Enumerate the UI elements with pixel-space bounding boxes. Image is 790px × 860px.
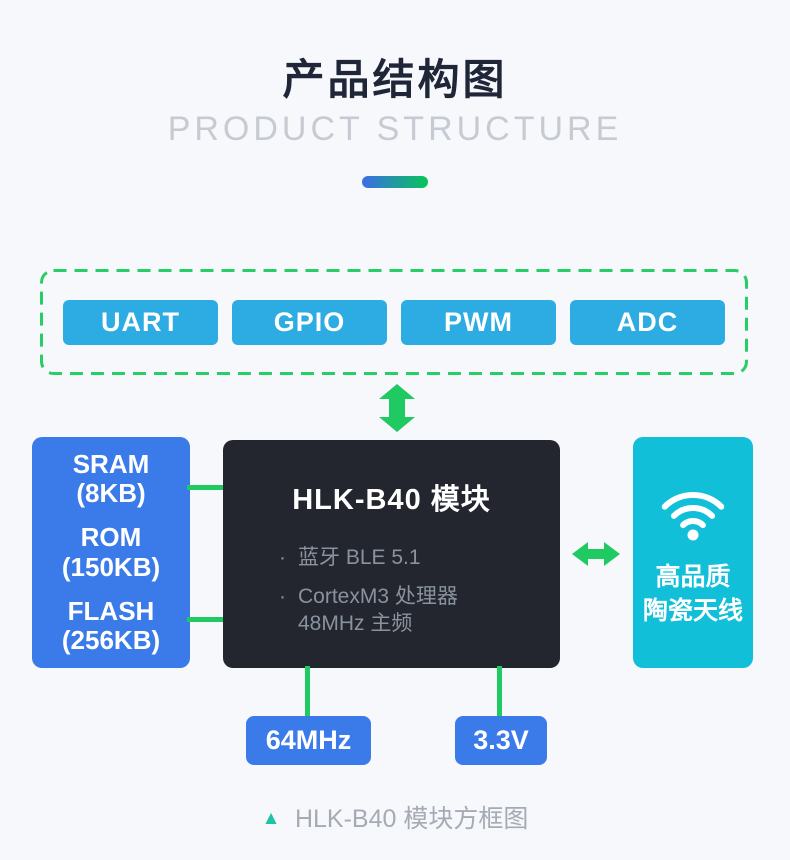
up-down-arrow-icon xyxy=(379,384,415,432)
memory-name: ROM xyxy=(80,522,142,553)
dashed-border xyxy=(40,269,748,375)
antenna-label-line2: 陶瓷天线 xyxy=(642,596,743,625)
triangle-up-icon: ▲ xyxy=(261,808,281,829)
antenna-label-line1: 高品质 xyxy=(655,563,731,591)
connector-line-power xyxy=(497,666,502,716)
antenna-label: 高品质 陶瓷天线 xyxy=(643,561,743,629)
bullet-dot: · xyxy=(279,584,286,608)
antenna-box: 高品质 陶瓷天线 xyxy=(633,437,753,668)
connector-line-sram xyxy=(187,485,235,490)
page-subtitle: PRODUCT STRUCTURE xyxy=(167,110,623,148)
memory-size: (256KB) xyxy=(61,624,161,655)
module-title: HLK-B40 模块 xyxy=(292,484,491,516)
feature-bluetooth: · 蓝牙 BLE 5.1 xyxy=(279,544,560,572)
memory-size: (150KB) xyxy=(61,551,161,582)
port-chip-uart: UART xyxy=(63,299,218,345)
accent-pill xyxy=(362,176,428,188)
power-chip: 3.3V xyxy=(455,716,547,765)
feature-text: 蓝牙 BLE 5.1 xyxy=(298,546,421,569)
port-chip-adc: ADC xyxy=(570,299,725,345)
connector-line-flash xyxy=(187,617,235,622)
memory-item-rom: ROM (150KB) xyxy=(32,523,190,581)
clock-chip: 64MHz xyxy=(246,716,371,765)
feature-cpu: · CortexM3 处理器 48MHz 主频 xyxy=(279,583,560,638)
memory-box: SRAM (8KB) ROM (150KB) FLASH (256KB) xyxy=(32,437,190,668)
port-chip-pwm: PWM xyxy=(401,299,556,345)
memory-name: FLASH xyxy=(67,595,155,626)
memory-item-flash: FLASH (256KB) xyxy=(32,595,190,655)
bullet-dot: · xyxy=(279,546,286,569)
module-box: HLK-B40 模块 · 蓝牙 BLE 5.1 · CortexM3 处理器 4… xyxy=(223,440,560,668)
wifi-icon xyxy=(661,491,725,541)
port-row: UART GPIO PWM ADC xyxy=(40,269,748,375)
page-title: 产品结构图 xyxy=(282,56,508,103)
memory-size: (8KB) xyxy=(76,478,146,509)
module-feature-list: · 蓝牙 BLE 5.1 · CortexM3 处理器 48MHz 主频 xyxy=(279,544,560,638)
feature-text: CortexM3 处理器 48MHz 主频 xyxy=(298,584,458,636)
left-right-arrow-icon xyxy=(572,542,620,566)
memory-item-sram: SRAM (8KB) xyxy=(32,450,190,508)
port-chip-gpio: GPIO xyxy=(232,299,387,345)
memory-name: SRAM xyxy=(72,449,150,480)
peripheral-bus-box: UART GPIO PWM ADC xyxy=(40,269,748,375)
caption: ▲ HLK-B40 模块方框图 xyxy=(0,799,790,835)
caption-text: HLK-B40 模块方框图 xyxy=(294,805,529,833)
connector-line-clock xyxy=(305,666,310,716)
